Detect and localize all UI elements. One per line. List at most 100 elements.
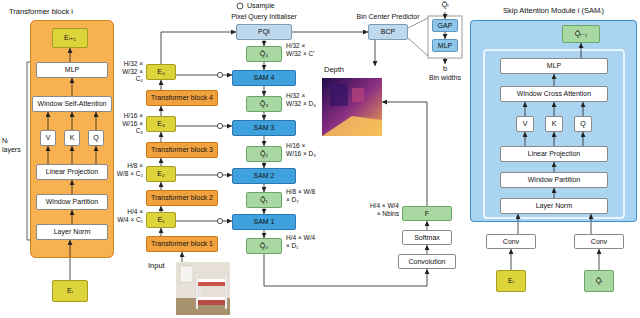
dimension-label: H/16 × W/16 × D₃ [286, 142, 318, 157]
connector [264, 184, 265, 192]
connector [48, 112, 49, 130]
connector [161, 32, 236, 64]
box-label: Linear Projection [46, 168, 99, 176]
feature-box: E₃ [146, 116, 176, 132]
process-box: MLP [500, 58, 608, 74]
dimension-label: H/32 × W/32 × D₄ [286, 92, 318, 107]
feature-box: Eᵢ [52, 280, 88, 302]
module-heading: Bin Center Predictor [338, 12, 438, 21]
process-box: Layer Norm [500, 198, 608, 214]
process-box: Window Partition [36, 194, 108, 210]
dimension-label: H/16 × W/16 × C₃ [114, 112, 143, 135]
process-box: K [545, 116, 563, 132]
box-label: Q̂₀ [260, 242, 268, 250]
upsample-symbol [217, 72, 222, 77]
attention-block: SAM 1 [232, 214, 296, 230]
connector [591, 214, 592, 234]
connector [161, 182, 162, 190]
input-arrow [445, 12, 446, 19]
upsample-symbol [217, 218, 222, 223]
process-box: V [40, 130, 56, 146]
box-label: Transformer block 1 [151, 240, 213, 248]
query-box: Q̂ᵢ [584, 270, 614, 292]
process-box: MLP [36, 62, 108, 78]
box-label: Transformer block 2 [151, 194, 213, 202]
module-heading: Pixel Query Initialiser [214, 12, 314, 21]
connector [583, 102, 584, 116]
legend-entry: Usample [236, 1, 275, 10]
connector [554, 132, 555, 146]
module-box: BCP [368, 24, 408, 40]
box-label: Q [580, 120, 585, 128]
connector [48, 146, 49, 164]
encoder-block: Transformer block 4 [146, 90, 218, 106]
connector [72, 146, 73, 164]
panel-title: Skip Attention Module i (SAMᵢ) [471, 6, 636, 15]
legend-swatch [236, 2, 244, 10]
dimension-label: H/32 × W/32 × C' [286, 42, 318, 57]
connector [554, 162, 555, 172]
panel-fill [30, 20, 114, 258]
annotation: b [430, 64, 460, 74]
dimension-label: H/4 × W/4 × Nbins [366, 202, 399, 217]
feature-box: E₁ [146, 212, 176, 228]
process-box: K [64, 130, 80, 146]
box-label: Eᵢ [508, 277, 514, 285]
box-label: SAM 4 [253, 74, 274, 82]
box-label: GAP [438, 22, 453, 30]
box-label: E₂ [157, 170, 164, 178]
connector [511, 249, 512, 270]
connector [427, 245, 428, 254]
connector [72, 112, 73, 130]
dimension-label: Nₗ layers [2, 136, 26, 154]
connector [427, 221, 428, 230]
connector [554, 102, 555, 116]
connector [525, 102, 526, 116]
connector [554, 188, 555, 198]
attention-block: SAM 3 [232, 120, 296, 136]
feature-box: Eᵢ [496, 270, 526, 292]
connector [176, 175, 232, 176]
query-box: Q̂ᵢ₋₁ [562, 25, 600, 43]
panel-title: Transformer block i [9, 7, 73, 16]
connector [292, 32, 368, 33]
query-box: Q̂₀ [246, 238, 282, 254]
box-label: Softmax [414, 234, 440, 242]
query-box: Q̂₂ [246, 146, 282, 162]
process-box: Q [574, 116, 592, 132]
box-label: F [425, 210, 429, 218]
connector [182, 252, 183, 262]
query-box: F [402, 206, 452, 221]
box-label: PQI [258, 28, 270, 36]
box-label: V [46, 134, 51, 142]
connector [96, 112, 97, 130]
connector [375, 40, 376, 66]
query-box: Q̂₄ [246, 46, 282, 62]
box-label: Eᵢ₊₁ [64, 34, 76, 42]
image-node: Depth [322, 66, 382, 138]
connector [599, 249, 600, 270]
box-label: Layer Norm [536, 202, 573, 210]
connector [72, 210, 73, 224]
box-label: Q̂₂ [260, 150, 268, 158]
module-panel: Eᵢ₊₁MLPWindow Self-AttentionVKQLinear Pr… [30, 20, 114, 258]
box-label: Q̂ᵢ [596, 277, 603, 285]
head-box: GAP [432, 19, 458, 32]
process-box: Linear Projection [500, 146, 608, 162]
connector [70, 48, 71, 62]
dimension-label: H/8 × W/8 × C₂ [114, 162, 143, 177]
connector [554, 74, 555, 86]
connector [264, 230, 265, 238]
box-label: SAM 1 [253, 218, 274, 226]
upsample-symbol [217, 123, 222, 128]
panel-fill [470, 20, 637, 222]
connector [264, 62, 265, 70]
dimension-label: H/8 × W/8 × D₂ [286, 188, 318, 203]
feature-box: E₄ [146, 64, 176, 80]
query-box: Q̂₃ [246, 96, 282, 112]
encoder-block: Transformer block 1 [146, 236, 218, 252]
connector [72, 78, 73, 96]
box-label: MLP [438, 42, 452, 50]
legend-text: Usample [247, 1, 275, 10]
box-label: Eᵢ [67, 287, 73, 295]
